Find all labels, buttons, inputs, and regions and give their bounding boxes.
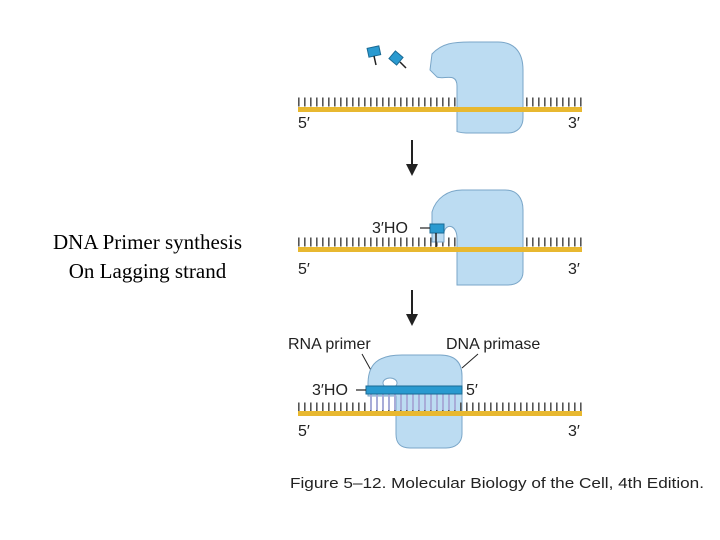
ribonucleotide-icon	[366, 45, 382, 66]
dna-primase	[429, 41, 524, 134]
panel-1: 5′ 3′	[298, 41, 582, 134]
end-label-3: 3′	[568, 115, 580, 132]
template-strand	[298, 411, 582, 416]
end-label-5: 5′	[298, 423, 310, 440]
rna-primer-label: RNA primer	[288, 336, 371, 353]
template-strand	[298, 247, 582, 252]
primer-5-label: 5′	[466, 382, 478, 399]
slide-title-line-1: DNA Primer synthesis	[53, 230, 242, 254]
end-label-3: 3′	[568, 423, 580, 440]
panel-3: RNA primer DNA primase 3′HO 5′ 5′ 3′	[288, 336, 582, 449]
primer-nucleotide	[429, 223, 445, 234]
arrow-down-icon	[406, 290, 418, 326]
ribonucleotide-icon	[388, 50, 407, 69]
end-label-3: 3′	[568, 261, 580, 278]
dna-primase-pointer	[461, 353, 479, 369]
template-strand	[298, 107, 582, 112]
arrow-down-icon	[406, 140, 418, 176]
end-label-5: 5′	[298, 261, 310, 278]
slide-title: DNA Primer synthesis On Lagging strand	[30, 228, 265, 286]
primer-3ho-label: 3′HO	[312, 382, 348, 399]
figure-caption: Figure 5–12. Molecular Biology of the Ce…	[290, 476, 704, 492]
panel-2: 3′HO 5′ 3′	[298, 189, 582, 286]
dna-primase	[431, 189, 524, 286]
primer-3ho-label: 3′HO	[372, 220, 408, 237]
end-label-5: 5′	[298, 115, 310, 132]
slide-title-line-2: On Lagging strand	[68, 259, 227, 283]
dna-primase-label: DNA primase	[446, 336, 540, 353]
rna-primer	[365, 385, 463, 395]
